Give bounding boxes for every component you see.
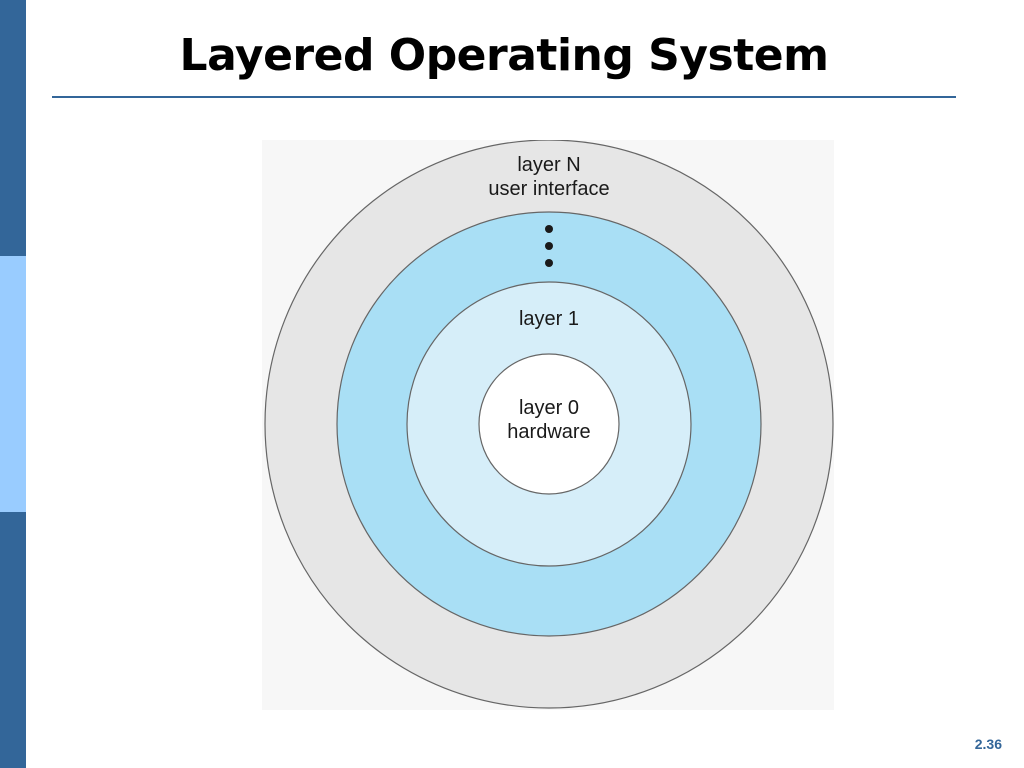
- side-bar-top: [0, 0, 26, 256]
- title-underline: [52, 96, 956, 98]
- layer-n-sublabel: user interface: [488, 178, 609, 200]
- slide-number: 2.36: [974, 736, 1002, 752]
- side-bar-bottom: [0, 512, 26, 768]
- layers-svg: layer N user interface layer 1 layer 0 h…: [262, 140, 834, 710]
- layer-n-label: layer N: [517, 154, 580, 176]
- side-bar-middle: [0, 256, 26, 512]
- layer-0-sublabel: hardware: [507, 421, 590, 443]
- slide-title: Layered Operating System: [179, 30, 829, 81]
- ellipsis-dot: [545, 259, 553, 267]
- layer-0-core: [478, 353, 620, 495]
- layer-0-label: layer 0: [519, 397, 579, 419]
- layer-1-label: layer 1: [519, 308, 579, 330]
- layered-os-diagram: layer N user interface layer 1 layer 0 h…: [262, 140, 834, 710]
- ellipsis-dot: [545, 225, 553, 233]
- ellipsis-dot: [545, 242, 553, 250]
